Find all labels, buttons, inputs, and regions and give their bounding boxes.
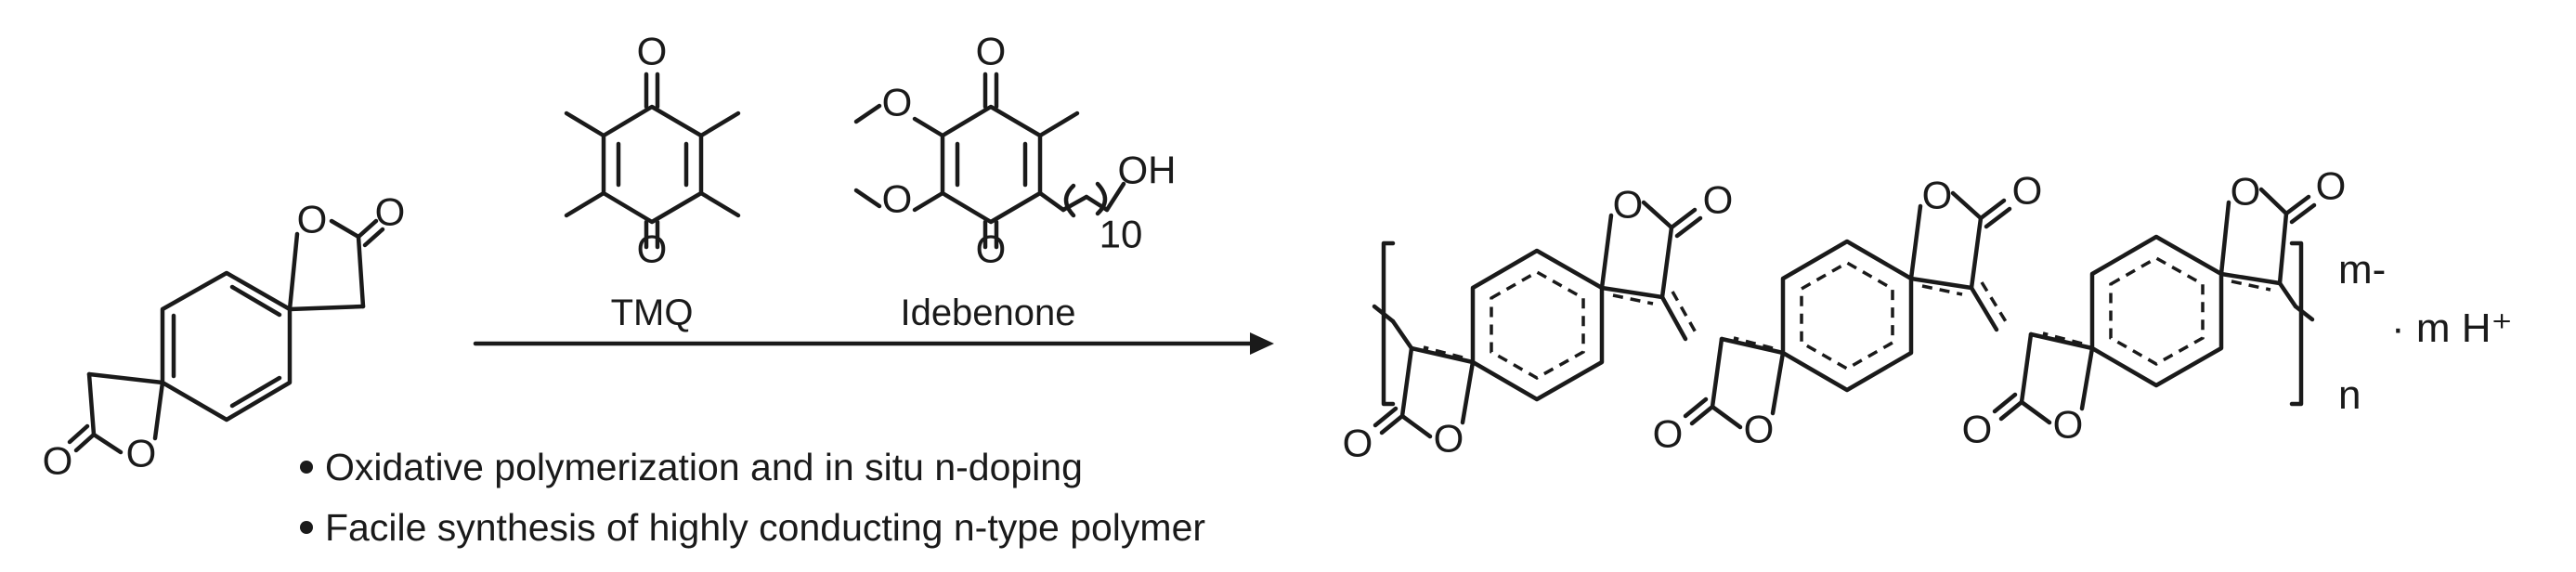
tmq-label: TMQ	[611, 292, 694, 333]
atom-o: O	[1962, 408, 1993, 451]
charge-label: m-	[2338, 247, 2386, 292]
atom-o: O	[976, 228, 1007, 271]
repeat-index-label: n	[2338, 372, 2361, 418]
product-polymer: O O O O O O O	[1343, 164, 2513, 465]
atom-o: O	[1434, 417, 1464, 461]
atom-o: O	[2053, 403, 2084, 447]
reaction-arrow	[473, 332, 1274, 355]
atom-o: O	[1613, 183, 1644, 227]
atom-o: O	[2316, 164, 2347, 208]
atom-o: O	[637, 30, 668, 73]
atom-o: O	[297, 198, 328, 241]
atom-o: O	[637, 228, 668, 271]
bullet-dot	[300, 461, 313, 474]
condition-bullet-1: Oxidative polymerization and in situ n-d…	[325, 446, 1083, 488]
atom-o: O	[882, 177, 913, 221]
condition-bullet-2: Facile synthesis of highly conducting n-…	[325, 506, 1205, 549]
atom-o: O	[126, 432, 157, 475]
idebenone-structure: O O O O OH 10	[853, 30, 1177, 271]
idebenone-label: Idebenone	[900, 292, 1075, 333]
left-bracket	[1381, 240, 1396, 407]
chain-length-subscript: 10	[1099, 213, 1143, 256]
atom-o: O	[1343, 422, 1373, 465]
atom-o: O	[1703, 178, 1734, 222]
repeat-unit-1: O O O O	[1343, 178, 1734, 465]
atom-o: O	[1922, 174, 1953, 217]
tmq-structure: O O	[564, 30, 741, 271]
atom-o: O	[882, 81, 913, 124]
atom-o: O	[2012, 169, 2043, 213]
atom-o: O	[43, 439, 73, 483]
repeat-unit-2: O O O O	[1653, 169, 2043, 456]
right-bracket	[2289, 240, 2304, 407]
atom-o: O	[1653, 412, 1684, 456]
hydroxyl-label: OH	[1118, 149, 1177, 192]
starting-material-benzodifurandione: O O O O	[43, 190, 406, 483]
counterion-label: · m H⁺	[2391, 306, 2513, 351]
repeat-unit-3: O O O O	[1962, 164, 2347, 451]
atom-o: O	[976, 30, 1007, 73]
atom-o: O	[375, 190, 406, 234]
atom-o: O	[1744, 408, 1775, 451]
bullet-dot	[300, 521, 313, 534]
atom-o: O	[2231, 170, 2261, 214]
reaction-conditions-list: Oxidative polymerization and in situ n-d…	[300, 446, 1205, 549]
